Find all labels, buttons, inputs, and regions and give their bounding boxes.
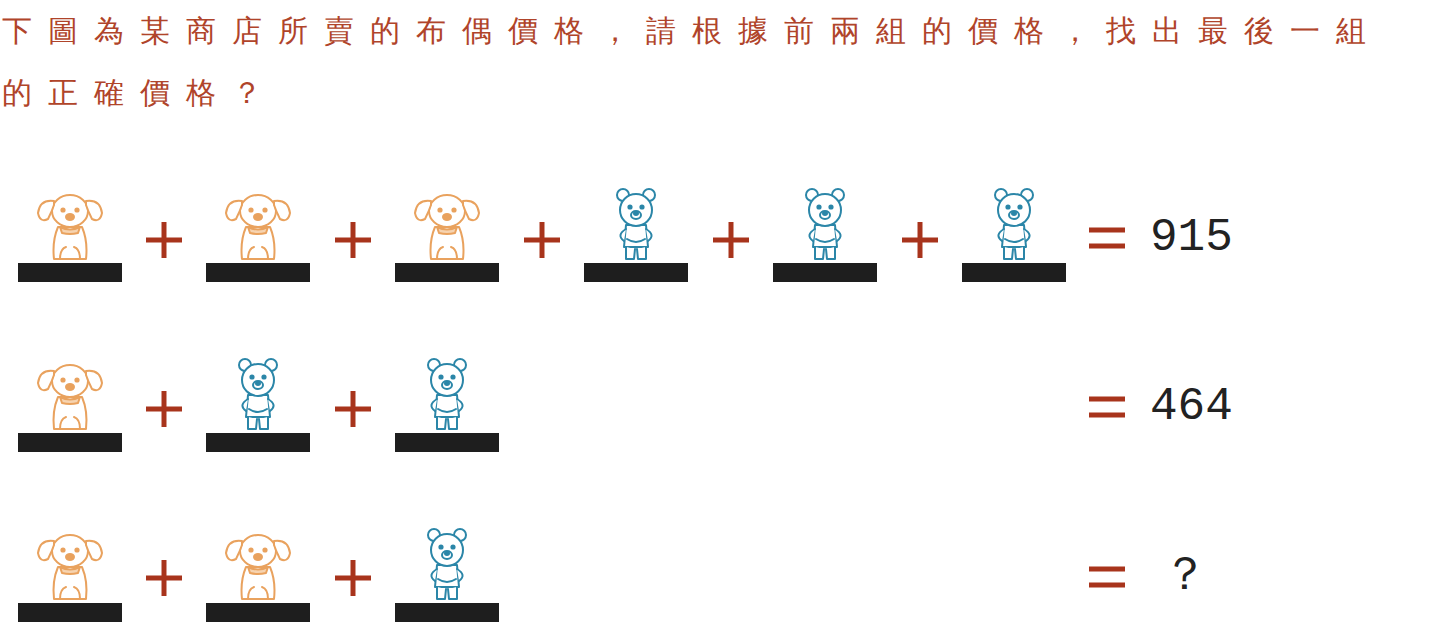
price-value: ？: [1162, 549, 1208, 605]
question-title: 下圖為某商店所賣的布偶價格，請根據前兩組的價格，找出最後一組的正確價格？: [2, 0, 1427, 124]
row-two: [18, 359, 1125, 452]
price-value: 915: [1150, 210, 1233, 266]
row-one: [18, 189, 1125, 282]
price-value: 464: [1150, 379, 1233, 435]
row-three: [18, 529, 1125, 622]
